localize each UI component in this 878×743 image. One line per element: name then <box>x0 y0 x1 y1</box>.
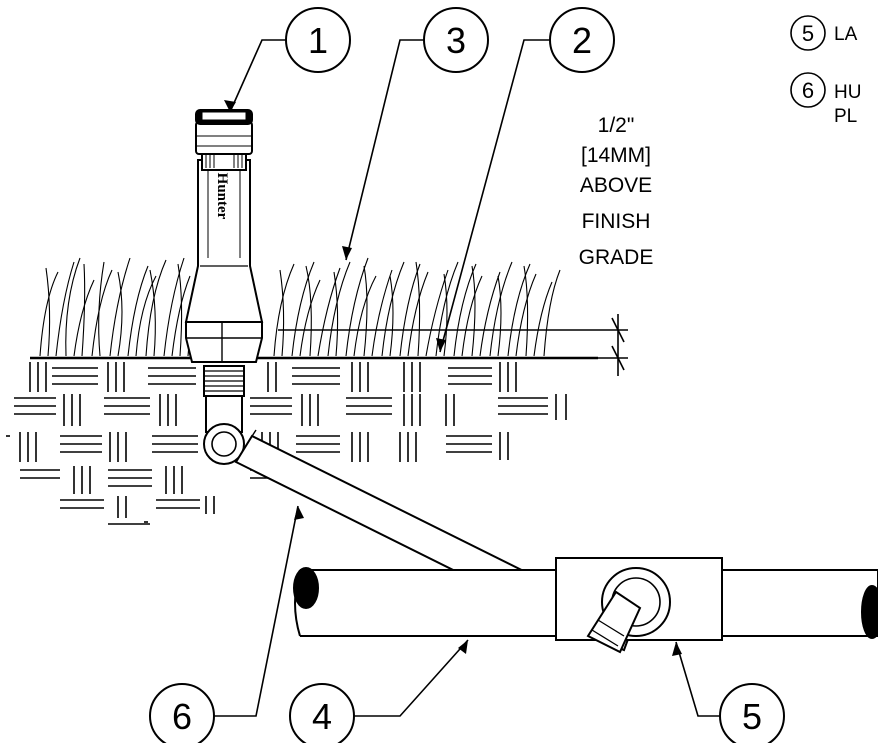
dimension-line-2: [14MM] <box>581 144 651 167</box>
legend-item-6-text-line-2: PL <box>834 106 857 127</box>
callout-4: 4 <box>289 683 355 743</box>
callout-6-number: 6 <box>172 696 192 737</box>
sprinkler-head: Hunter <box>184 109 264 397</box>
lateral-pipe <box>293 557 878 654</box>
legend-item-5-text: LA <box>834 24 858 45</box>
legend-item-5: 5 LA <box>790 15 858 51</box>
callout-1-number: 1 <box>308 20 328 61</box>
legend-item-6-text-line-1: HU <box>834 82 861 103</box>
callout-4-number: 4 <box>312 696 332 737</box>
grade-dimension-lines <box>278 314 628 376</box>
legend: 5 LA 6 HU PL <box>790 15 861 127</box>
leader-arrowheads <box>224 100 682 656</box>
callout-2-number: 2 <box>572 20 592 61</box>
dimension-line-5: GRADE <box>579 246 654 269</box>
callout-5: 5 <box>719 683 785 743</box>
callout-5-number: 5 <box>742 696 762 737</box>
callout-1: 1 <box>285 7 351 73</box>
legend-item-6: 6 HU PL <box>790 72 861 127</box>
dimension-line-1: 1/2" <box>598 114 635 137</box>
legend-item-6-number: 6 <box>802 78 814 103</box>
legend-item-5-number: 5 <box>802 21 814 46</box>
soil-pattern <box>6 356 598 525</box>
dimension-line-4: FINISH <box>582 210 651 233</box>
leader-lines <box>214 39 720 717</box>
callout-3: 3 <box>423 7 489 73</box>
grade-dimension-text: 1/2" [14MM] ABOVE FINISH GRADE <box>579 114 654 269</box>
callout-2: 2 <box>549 7 615 73</box>
grass <box>39 257 561 357</box>
callout-6: 6 <box>149 683 215 743</box>
dimension-line-3: ABOVE <box>580 174 652 197</box>
hunter-logo: Hunter <box>214 173 230 220</box>
callout-3-number: 3 <box>446 20 466 61</box>
